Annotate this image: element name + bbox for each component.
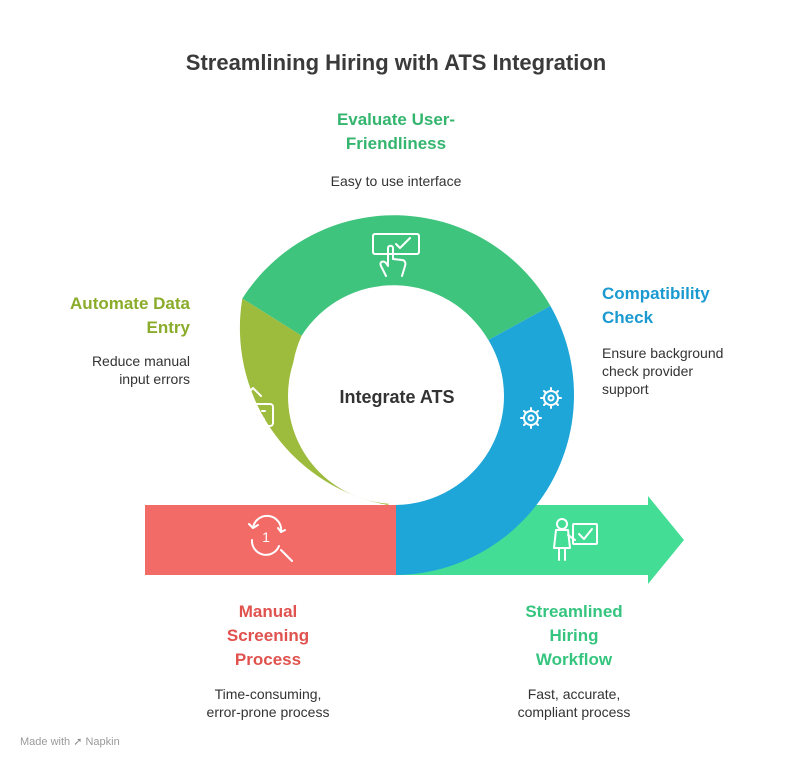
automate-title: Automate Data Entry (40, 292, 190, 340)
streamlined-desc-line2: compliant process (517, 704, 631, 720)
streamlined-title-line2: Hiring (549, 626, 599, 645)
compatibility-desc-line1: Ensure background (602, 345, 724, 361)
streamlined-title-line1: Streamlined (525, 602, 623, 621)
automate-title-line1: Automate Data (70, 294, 190, 313)
napkin-logo-icon: ➚ (73, 736, 83, 748)
compatibility-title-line2: Check (602, 308, 654, 327)
automate-desc-line2: input errors (119, 371, 190, 387)
ring-segment-compatibility (396, 305, 575, 575)
automate-description: Reduce manual input errors (40, 352, 190, 388)
ring-segment-automate (239, 298, 396, 505)
search-clock-icon: 1 (248, 514, 293, 562)
manual-title-line2: Screening (226, 626, 310, 645)
compatibility-description: Ensure background check provider support (602, 344, 772, 398)
manual-title-line3: Process (234, 650, 302, 669)
manual-description: Time-consuming, error-prone process (168, 685, 368, 721)
ring-segment-evaluate (242, 215, 551, 341)
streamlined-desc-line1: Fast, accurate, (527, 686, 621, 702)
search-clock-number: 1 (262, 529, 270, 545)
evaluate-title-line1: Evaluate User- (336, 110, 456, 129)
manual-desc-line1: Time-consuming, (214, 686, 322, 702)
footer-credit[interactable]: Made with ➚ Napkin (20, 735, 120, 748)
hand-touch-checkmark-icon (372, 233, 420, 277)
automate-title-line2: Entry (146, 318, 190, 337)
streamlined-title: Streamlined Hiring Workflow (484, 600, 664, 672)
streamlined-description: Fast, accurate, compliant process (474, 685, 674, 721)
automate-desc-line1: Reduce manual (91, 353, 190, 369)
compatibility-title-line1: Compatibility (602, 284, 710, 303)
gears-icon (520, 387, 562, 429)
evaluate-title: Evaluate User- Friendliness (296, 108, 496, 156)
evaluate-title-line2: Friendliness (345, 134, 447, 153)
compatibility-desc-line2: check provider (602, 363, 694, 379)
compatibility-title: Compatibility Check (602, 282, 772, 330)
keyboard-icon (230, 387, 274, 427)
presenter-checkmark-icon (553, 518, 598, 561)
evaluate-description: Easy to use interface (330, 173, 462, 189)
manual-title: Manual Screening Process (178, 600, 358, 672)
diagram-title: Streamlining Hiring with ATS Integration (185, 50, 607, 75)
center-label: Integrate ATS (339, 387, 454, 407)
streamlined-title-line3: Workflow (535, 650, 613, 669)
footer-made-with: Made with (20, 736, 71, 748)
center-circle (288, 288, 504, 504)
manual-desc-line2: error-prone process (206, 704, 330, 720)
footer-brand: Napkin (85, 736, 120, 748)
compatibility-desc-line3: support (602, 381, 649, 397)
manual-title-line1: Manual (238, 602, 298, 621)
